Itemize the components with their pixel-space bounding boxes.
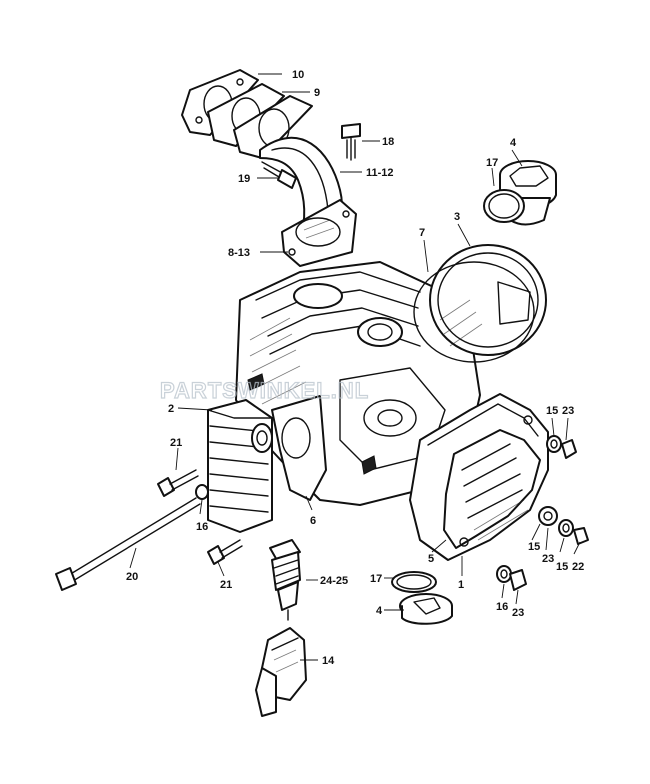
callout-14: 14 bbox=[322, 655, 335, 667]
callout-20: 20 bbox=[126, 571, 138, 583]
callout-11-12: 11-12 bbox=[366, 167, 394, 179]
callout-2: 2 bbox=[168, 403, 174, 415]
callout-16-left: 16 bbox=[196, 521, 208, 533]
callout-17-top: 17 bbox=[486, 157, 498, 169]
callout-19: 19 bbox=[238, 173, 250, 185]
callout-10: 10 bbox=[292, 69, 304, 81]
callout-23-upper: 23 bbox=[562, 405, 574, 417]
callout-labels: 10 9 18 11-12 19 8-13 4 17 3 7 2 21 16 6… bbox=[126, 69, 584, 667]
spark-plug-cap bbox=[255, 627, 307, 717]
callout-6: 6 bbox=[310, 515, 316, 527]
callout-16-right: 16 bbox=[496, 601, 508, 613]
callout-5: 5 bbox=[428, 553, 434, 565]
heat-shield-fins bbox=[207, 395, 327, 533]
callout-17-bottom: 17 bbox=[370, 573, 382, 585]
bolt-18 bbox=[341, 123, 361, 161]
callout-7: 7 bbox=[419, 227, 425, 239]
bolt-21-upper bbox=[157, 469, 199, 497]
callout-4-bottom: 4 bbox=[376, 605, 383, 617]
bolt-21-lower bbox=[207, 539, 243, 565]
intake-pipe-assembly bbox=[181, 69, 357, 267]
callout-3: 3 bbox=[454, 211, 460, 223]
callout-18: 18 bbox=[382, 136, 394, 148]
stud-20 bbox=[55, 484, 209, 591]
callout-1: 1 bbox=[458, 579, 464, 591]
callout-4-top: 4 bbox=[510, 137, 517, 149]
callout-15-lower-b: 15 bbox=[556, 561, 568, 573]
callout-24-25: 24-25 bbox=[320, 575, 348, 587]
spark-plug bbox=[269, 539, 301, 621]
callout-21-lower: 21 bbox=[220, 579, 232, 591]
bolt-19 bbox=[261, 161, 297, 189]
tappet-cover bbox=[409, 393, 549, 561]
callout-8-13: 8-13 bbox=[228, 247, 250, 259]
tappet-cap-top bbox=[483, 160, 557, 226]
callout-23-lower: 23 bbox=[512, 607, 524, 619]
callout-9: 9 bbox=[314, 87, 320, 99]
watermark-text: PARTSWINKEL.NL bbox=[160, 378, 369, 403]
leader-lines bbox=[129, 73, 581, 661]
callout-15-lower: 15 bbox=[528, 541, 540, 553]
tappet-cap-bottom bbox=[391, 571, 453, 625]
callout-15-upper: 15 bbox=[546, 405, 558, 417]
callout-21-upper: 21 bbox=[170, 437, 182, 449]
side-cover-gasket bbox=[413, 244, 547, 363]
callout-23-middle: 23 bbox=[542, 553, 554, 565]
callout-22: 22 bbox=[572, 561, 584, 573]
